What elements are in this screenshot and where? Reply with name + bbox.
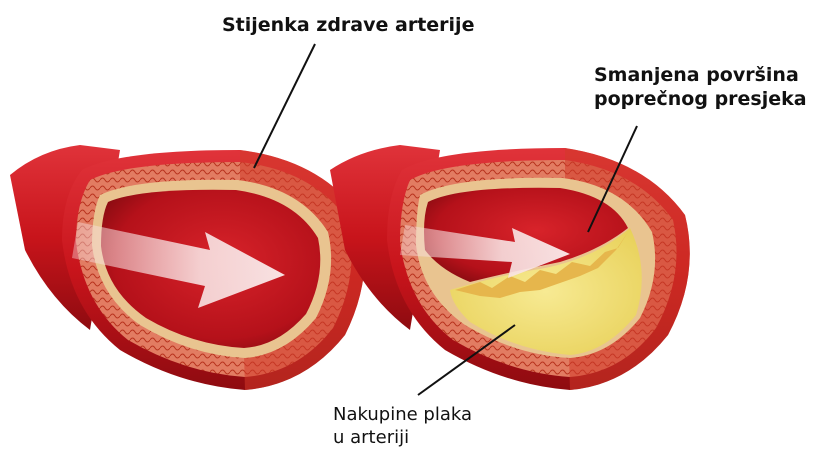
reduced-area-label-line1: Smanjena površina bbox=[594, 64, 807, 88]
plaque-artery bbox=[330, 145, 690, 390]
reduced-area-label-line2: poprečnog presjeka bbox=[594, 88, 807, 112]
healthy-artery bbox=[10, 145, 365, 390]
healthy-wall-label: Stijenka zdrave arterije bbox=[222, 14, 474, 38]
reduced-area-label: Smanjena površina poprečnog presjeka bbox=[594, 64, 807, 112]
healthy-wall-pointer bbox=[254, 44, 315, 168]
plaque-label: Nakupine plaka u arteriji bbox=[333, 404, 472, 449]
plaque-label-line2: u arteriji bbox=[333, 427, 472, 450]
plaque-label-line1: Nakupine plaka bbox=[333, 404, 472, 427]
